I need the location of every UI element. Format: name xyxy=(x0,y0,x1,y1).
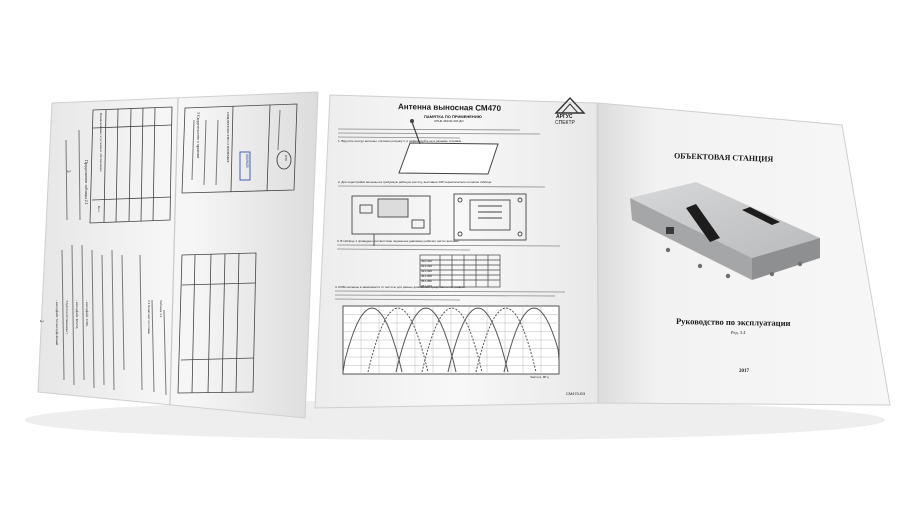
step-4-text: 4. КСВН антенны в зависимости от частоты… xyxy=(335,285,466,289)
left-bottom-table xyxy=(177,252,257,394)
footer-code: СМ470-В3 xyxy=(566,391,586,396)
manual-title: Руководство по эксплуатации xyxy=(675,316,791,328)
frequency-row: 410-420 xyxy=(421,259,433,263)
column-header-qty: Кол. xyxy=(97,206,101,213)
vswr-curve xyxy=(367,307,429,373)
frequency-row: 451-460 xyxy=(421,279,433,283)
year: 2017 xyxy=(739,369,749,374)
left-lower-line: "Оргтехсобственника"; xyxy=(65,300,69,335)
device-photo xyxy=(630,182,820,280)
frequency-row: 441-450 xyxy=(421,274,433,278)
right-booklet xyxy=(597,102,891,406)
middle-text-lines xyxy=(334,128,566,301)
middle-subtitle: ПАМЯТКА ПО ПРИМЕНЕНИЮ xyxy=(424,114,482,119)
serial-stamp-icon xyxy=(239,151,251,181)
frequency-table xyxy=(419,254,501,288)
left-lower-line: - интерфейс RS232; xyxy=(75,300,79,330)
table-caption: Продолжение таблицы 2.1 xyxy=(84,160,89,205)
serial-stamp: 0009625 xyxy=(245,154,249,168)
revision: Ред. 3.4 xyxy=(731,330,746,335)
left-lower-line: Таблица 2.1 xyxy=(159,300,163,318)
left-acceptance-block xyxy=(181,103,298,194)
step-1-text: 1. Вкрутите контур антенны, согласно рис… xyxy=(338,139,463,143)
vswr-curve xyxy=(503,307,560,373)
antenna-figure xyxy=(398,119,499,175)
frequency-row: 431-440 xyxy=(421,269,433,273)
board-figure-right xyxy=(453,193,527,241)
middle-sheet xyxy=(314,94,599,409)
brand-bottom: СПЕКТР xyxy=(555,120,575,126)
board-figure-left xyxy=(351,195,431,246)
step-2-text: 2. Для перестройки антенны на требуемую … xyxy=(338,180,493,184)
left-lower-line: - интерфейс USB; xyxy=(85,300,89,327)
argus-logo-icon xyxy=(554,96,586,114)
left-booklet xyxy=(37,91,319,419)
otk-stamp-icon xyxy=(276,150,292,170)
left-text-lines xyxy=(61,109,281,396)
vswr-curve xyxy=(342,307,403,373)
vswr-curve xyxy=(395,307,457,373)
brand-top: АРГУС xyxy=(556,114,573,120)
chart-x-unit: Частота, МГц xyxy=(530,375,549,379)
vswr-curve xyxy=(447,307,509,373)
frequency-row: 421-430 xyxy=(421,264,433,268)
device-slot-2 xyxy=(742,207,780,225)
left-lower-line: 2.1 Комплект поставки xyxy=(147,300,151,335)
page-number: 3 xyxy=(65,170,70,173)
vswr-curve xyxy=(421,307,483,373)
device-logo-icon xyxy=(666,227,674,234)
acceptance-subtitle: СВИДЕТЕЛЬСТВО О ПРИЕМКЕ xyxy=(226,112,230,163)
left-fold xyxy=(169,97,179,406)
device-slot-1 xyxy=(686,204,720,242)
page-number-lower: 2 xyxy=(38,320,43,323)
left-lower-line: - интерфейс S2 интерфейсный xyxy=(55,300,59,346)
vswr-curve xyxy=(475,307,537,373)
left-top-table xyxy=(89,106,173,224)
acceptance-title: 3 Свидетельство о приемке xyxy=(196,112,201,159)
middle-doc-code: СПНК.464111.004 ДО xyxy=(434,119,464,123)
frequency-row: 461-470 xyxy=(421,284,433,288)
step-3-text: 3. В таблице 1 приведено соответствие пе… xyxy=(337,239,460,243)
column-header-name: Наименование и условное обозначение xyxy=(99,113,103,172)
otk-stamp-label: ОТК xyxy=(284,155,288,161)
vswr-chart xyxy=(342,305,560,375)
